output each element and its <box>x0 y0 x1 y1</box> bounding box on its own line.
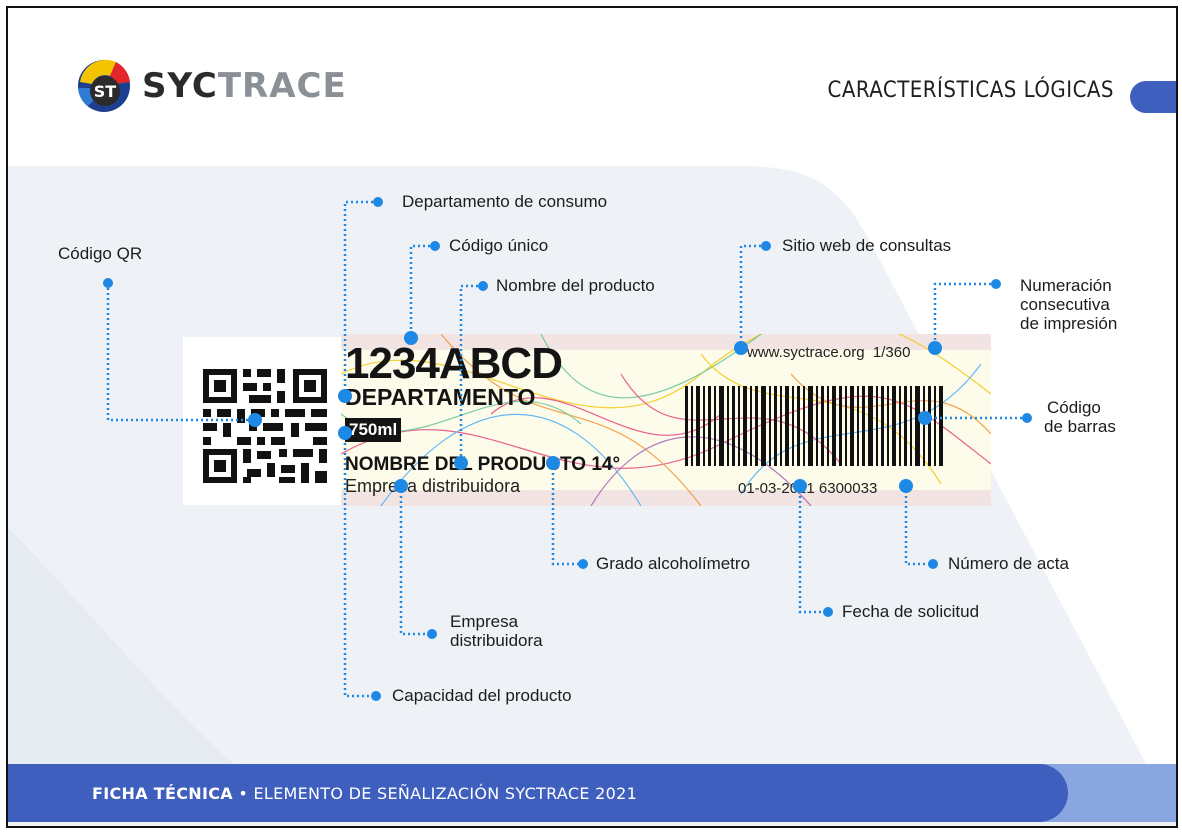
label-codigo-qr: Código QR <box>58 244 143 263</box>
label-sitio-web: Sitio web de consultas <box>782 236 952 255</box>
qr-code-icon <box>203 369 327 483</box>
sticker-department: DEPARTAMENTO <box>345 384 536 410</box>
security-sticker: 1234ABCD DEPARTAMENTO 750ml NOMBRE DEL P… <box>341 334 991 506</box>
label-empresa-line2: distribuidora <box>450 631 543 650</box>
footer-bar <box>8 764 1068 822</box>
label-codigo-barras: Código de barras <box>1044 398 1116 436</box>
sticker-website: www.syctrace.org 1/360 <box>747 344 910 362</box>
label-codigo-barras-line2: de barras <box>1044 417 1116 436</box>
sticker-unique-code: 1234ABCD <box>345 339 563 388</box>
label-numeracion: Numeración consecutiva de impresión <box>1020 276 1117 333</box>
brand-name: SYCTRACE <box>142 66 347 106</box>
sticker-distributor: Empresa distribuidora <box>345 476 521 496</box>
footer-bold: FICHA TÉCNICA <box>92 784 233 803</box>
svg-text:ST: ST <box>94 82 117 101</box>
footer-text: FICHA TÉCNICA • ELEMENTO DE SEÑALIZACIÓN… <box>92 784 637 803</box>
sticker-product-name: NOMBRE DEL PRODUCTO 14° <box>345 454 621 475</box>
label-fecha-solicitud: Fecha de solicitud <box>842 602 980 621</box>
label-empresa-distribuidora: Empresa distribuidora <box>450 612 543 650</box>
section-pill <box>1130 81 1176 113</box>
label-numero-acta: Número de acta <box>948 554 1069 573</box>
sticker-date-act: 01-03-2021 6300033 <box>738 480 878 497</box>
syctrace-logo: ST SYCTRACE <box>76 58 347 114</box>
footer-separator: • <box>238 784 249 803</box>
technical-sheet: ST SYCTRACE CARACTERÍSTICAS LÓGICAS <box>6 6 1178 828</box>
section-title: CARACTERÍSTICAS LÓGICAS <box>827 78 1114 103</box>
brand-prefix: SYC <box>142 66 218 106</box>
footer-rest: ELEMENTO DE SEÑALIZACIÓN SYCTRACE 2021 <box>253 784 638 803</box>
label-departamento-consumo: Departamento de consumo <box>402 192 608 211</box>
sticker-capacity: 750ml <box>345 418 402 442</box>
sticker-print-number: 1/360 <box>872 344 911 361</box>
label-numeracion-line1: Numeración <box>1020 276 1112 295</box>
syctrace-logo-icon: ST <box>78 59 130 112</box>
label-empresa-line1: Empresa <box>450 612 519 631</box>
label-numeracion-line3: de impresión <box>1020 314 1118 333</box>
sticker-website-url: www.syctrace.org <box>747 344 865 361</box>
qr-code <box>183 337 343 505</box>
label-codigo-barras-line1: Código <box>1047 398 1101 417</box>
label-codigo-unico: Código único <box>449 236 549 255</box>
label-capacidad-producto: Capacidad del producto <box>392 686 572 705</box>
label-grado-alcoholimetro: Grado alcoholímetro <box>596 554 751 573</box>
guilloche-pattern <box>341 334 991 506</box>
label-numeracion-line2: consecutiva <box>1020 295 1110 314</box>
label-nombre-producto: Nombre del producto <box>496 276 655 295</box>
brand-suffix: TRACE <box>217 66 347 106</box>
